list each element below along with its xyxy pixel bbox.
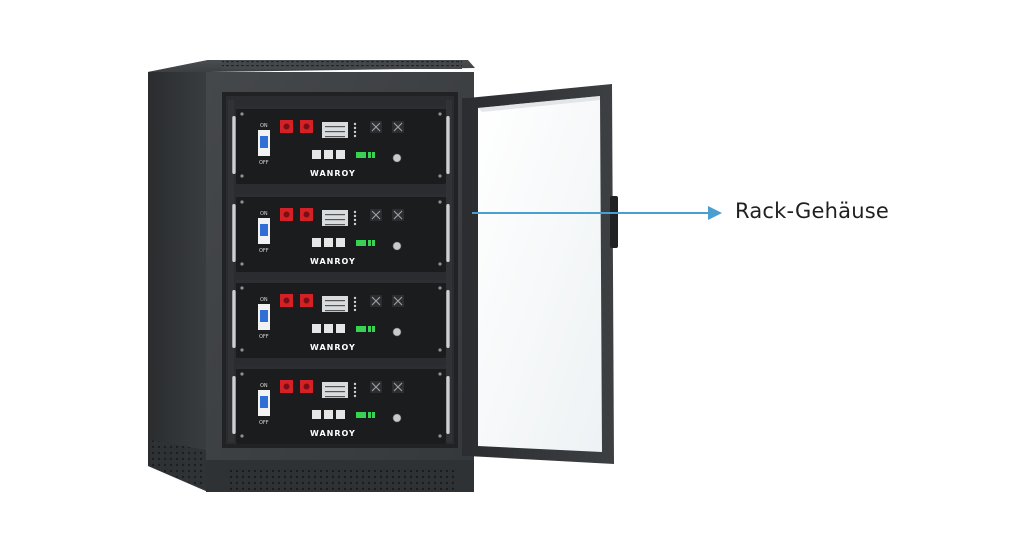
status-led xyxy=(353,134,357,138)
status-led xyxy=(353,218,357,222)
switch-on-label: ON xyxy=(260,383,268,389)
battery-module: ON OFF WANROY xyxy=(232,106,450,184)
comm-port xyxy=(324,324,333,333)
battery-module: ON OFF WANROY xyxy=(232,194,450,272)
cabinet-side-panel xyxy=(148,60,208,492)
brand-logo: WANROY xyxy=(310,429,356,438)
soc-indicator xyxy=(356,240,366,246)
comm-port xyxy=(312,324,321,333)
status-led xyxy=(353,130,357,134)
module-handle-right xyxy=(446,376,450,434)
lcd-display xyxy=(322,382,348,398)
callout-arrow-head xyxy=(708,206,722,220)
status-led xyxy=(353,214,357,218)
soc-indicator xyxy=(356,412,366,418)
switch-on-label: ON xyxy=(260,297,268,303)
soc-indicator xyxy=(356,326,366,332)
callout-label: Rack-Gehäuse xyxy=(735,199,889,223)
soc-indicator xyxy=(356,152,366,158)
switch-off-label: OFF xyxy=(259,334,269,340)
module-handle-right xyxy=(446,116,450,174)
brand-logo: WANROY xyxy=(310,169,356,178)
rack-rail-right xyxy=(446,100,452,442)
status-led xyxy=(353,390,357,394)
status-led xyxy=(353,304,357,308)
status-led xyxy=(353,210,357,214)
comm-port xyxy=(336,324,345,333)
module-handle-right xyxy=(446,290,450,348)
brand-logo: WANROY xyxy=(310,343,356,352)
cabinet-top-vent xyxy=(222,61,462,69)
power-button xyxy=(392,327,402,337)
switch-off-label: OFF xyxy=(259,420,269,426)
status-led xyxy=(353,222,357,226)
comm-port xyxy=(312,150,321,159)
status-led xyxy=(353,296,357,300)
breaker-switch xyxy=(260,310,268,322)
status-led xyxy=(353,126,357,130)
comm-port xyxy=(324,410,333,419)
power-button xyxy=(392,153,402,163)
status-led xyxy=(353,300,357,304)
status-led xyxy=(353,308,357,312)
power-button xyxy=(392,413,402,423)
comm-port xyxy=(336,410,345,419)
breaker-switch xyxy=(260,224,268,236)
door-hinge xyxy=(462,98,472,456)
rack-rail-left xyxy=(228,100,234,442)
door-handle xyxy=(610,196,618,248)
switch-off-label: OFF xyxy=(259,248,269,254)
switch-on-label: ON xyxy=(260,123,268,129)
comm-port xyxy=(324,150,333,159)
comm-port xyxy=(312,238,321,247)
comm-port xyxy=(324,238,333,247)
status-led xyxy=(353,382,357,386)
module-handle-left xyxy=(232,376,236,434)
brand-logo: WANROY xyxy=(310,257,356,266)
cabinet-plinth-vent xyxy=(226,470,458,490)
battery-module: ON OFF WANROY xyxy=(232,280,450,358)
breaker-switch xyxy=(260,136,268,148)
lcd-display xyxy=(322,122,348,138)
comm-port xyxy=(336,150,345,159)
module-handle-left xyxy=(232,116,236,174)
switch-off-label: OFF xyxy=(259,160,269,166)
cabinet-side-vent xyxy=(150,440,206,490)
status-led xyxy=(353,386,357,390)
lcd-display xyxy=(322,210,348,226)
breaker-switch xyxy=(260,396,268,408)
comm-port xyxy=(336,238,345,247)
status-led xyxy=(353,122,357,126)
module-handle-left xyxy=(232,290,236,348)
battery-module: ON OFF WANROY xyxy=(232,366,450,444)
switch-on-label: ON xyxy=(260,211,268,217)
cabinet-door-glass xyxy=(478,96,602,452)
comm-port xyxy=(312,410,321,419)
module-handle-left xyxy=(232,204,236,262)
power-button xyxy=(392,241,402,251)
module-handle-right xyxy=(446,204,450,262)
lcd-display xyxy=(322,296,348,312)
status-led xyxy=(353,394,357,398)
